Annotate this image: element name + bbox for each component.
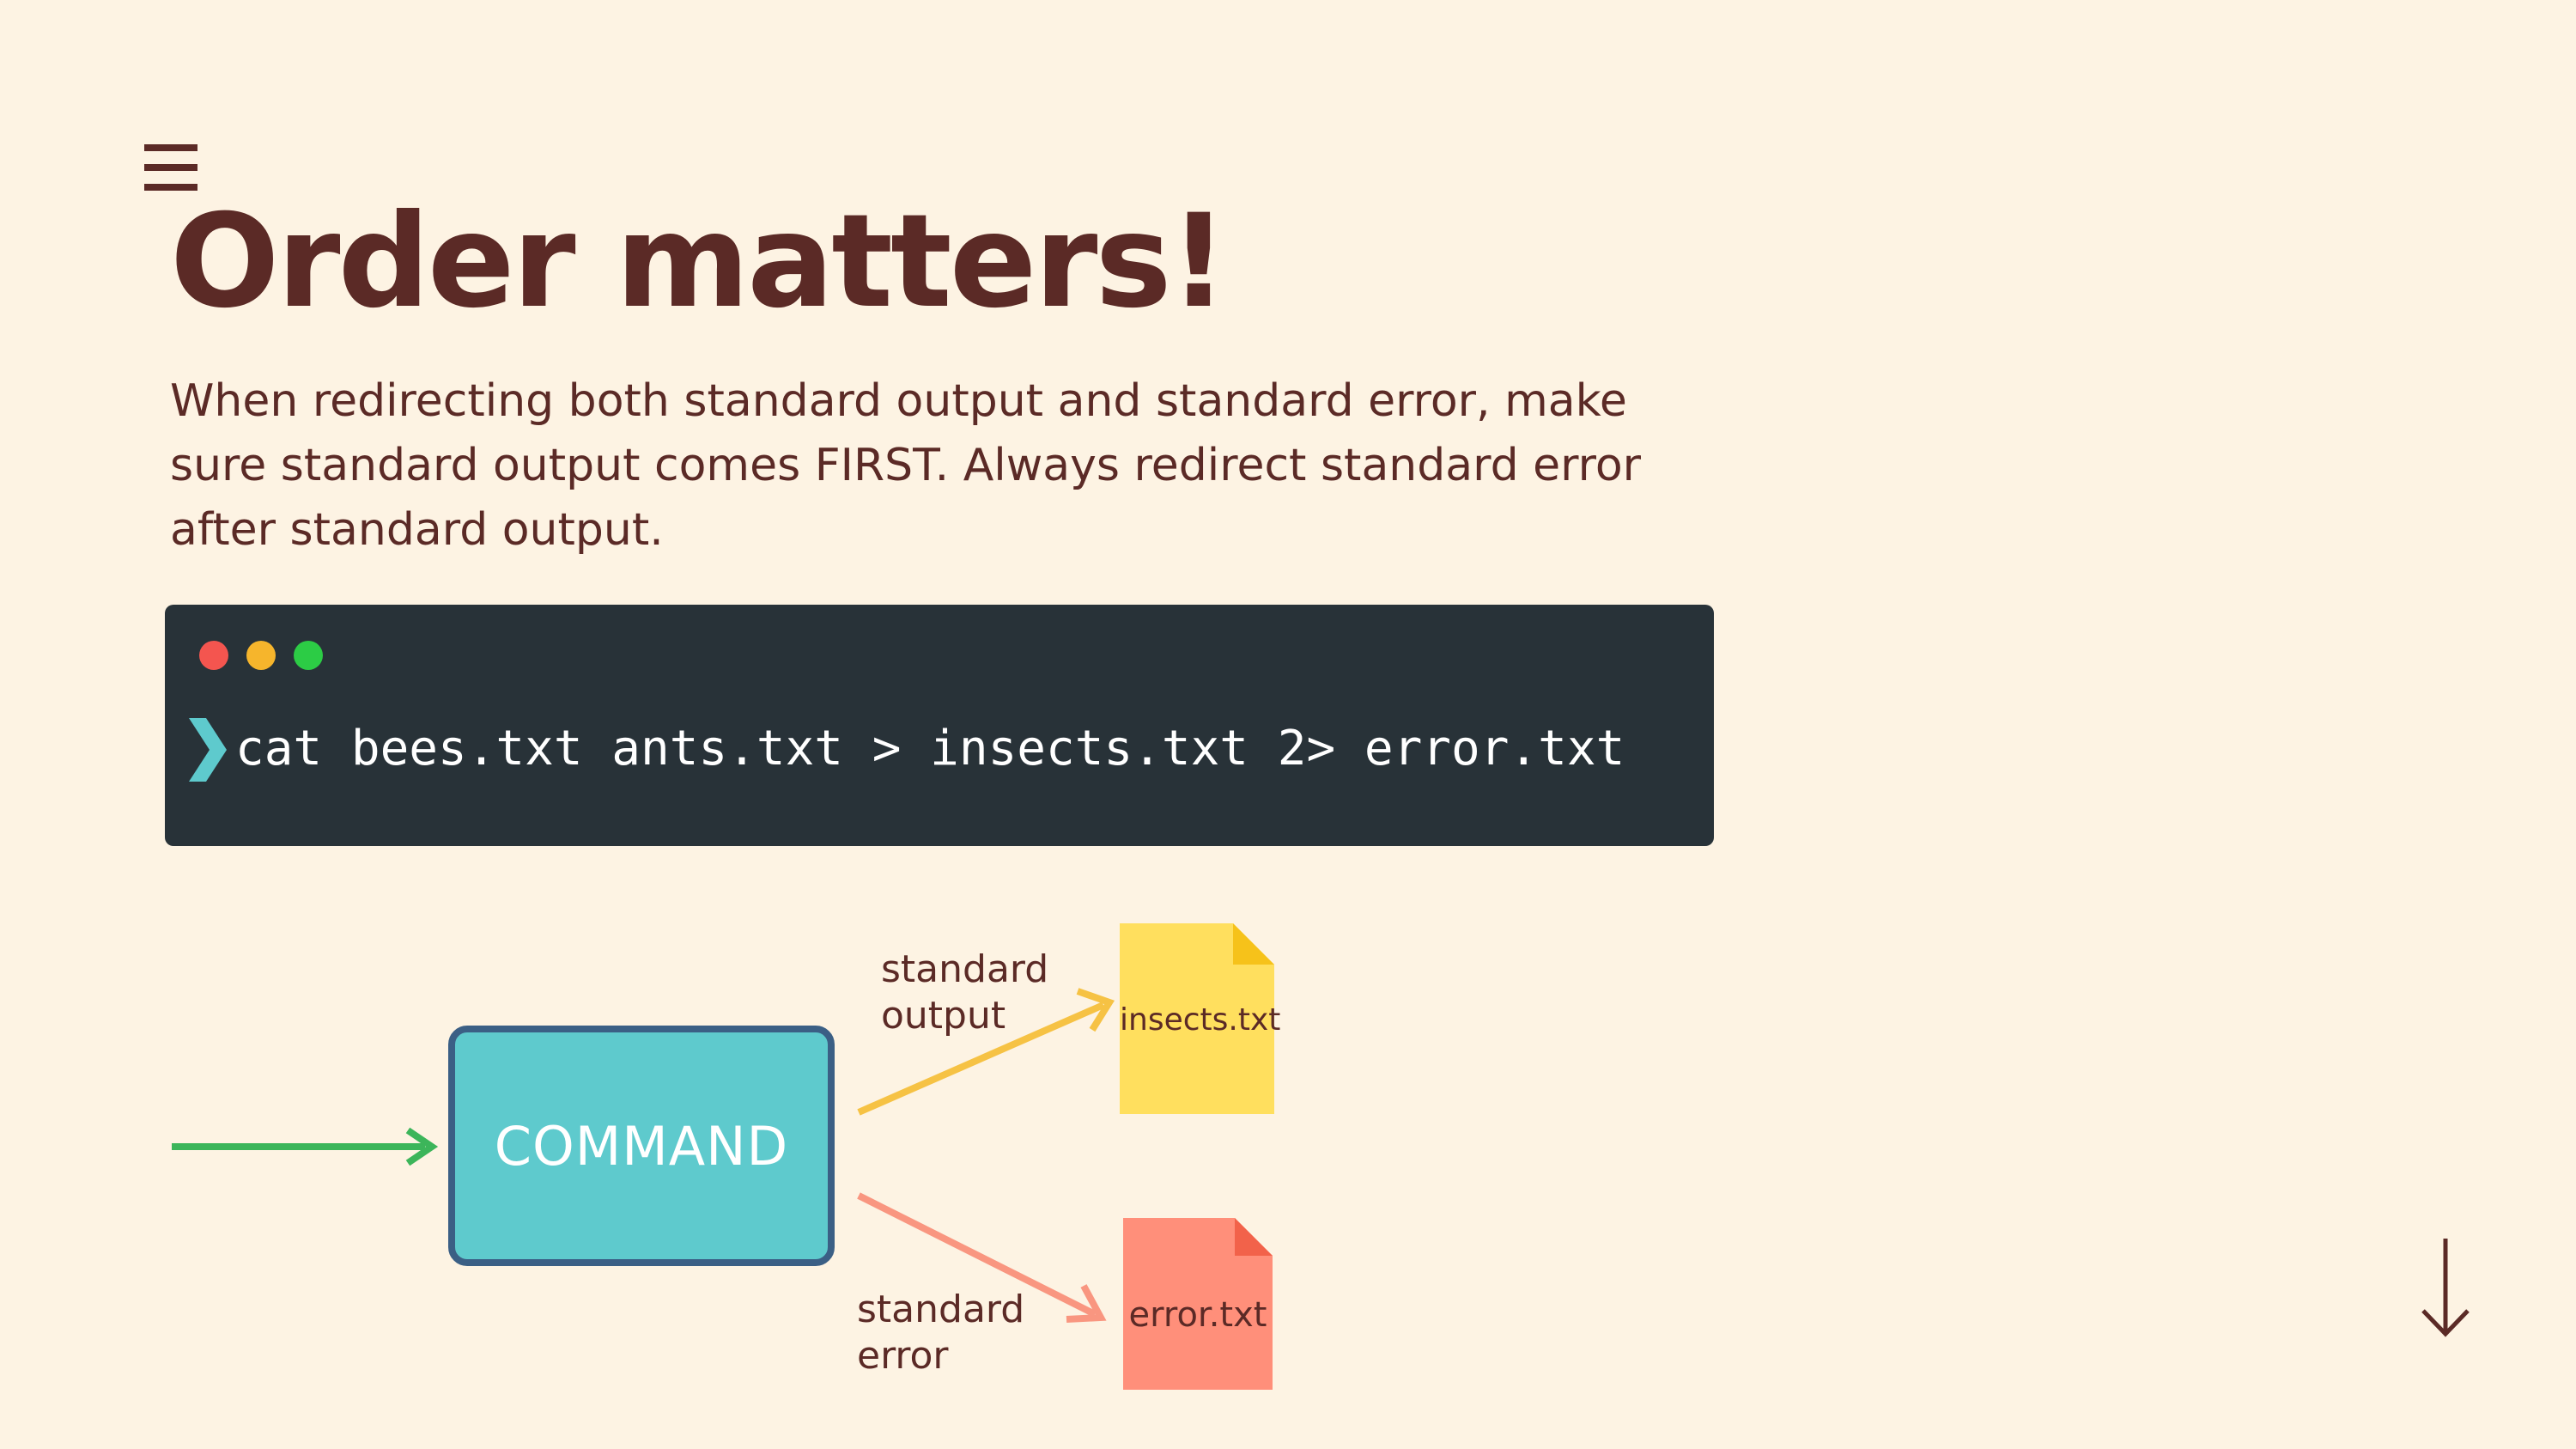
stdout-label: standard output bbox=[881, 947, 1049, 1038]
arrow-down-icon[interactable] bbox=[2420, 1237, 2471, 1340]
minimize-dot-icon bbox=[246, 641, 276, 670]
chevron-right-icon bbox=[189, 718, 227, 782]
terminal-command: cat bees.txt ants.txt > insects.txt 2> e… bbox=[235, 721, 1625, 776]
command-label: COMMAND bbox=[494, 1114, 789, 1178]
maximize-dot-icon bbox=[294, 641, 323, 670]
document-icon bbox=[1123, 1218, 1273, 1390]
input-arrow bbox=[172, 1127, 439, 1166]
insects-file: insects.txt bbox=[1120, 923, 1281, 1114]
menu-bar bbox=[144, 184, 197, 191]
menu-bar bbox=[144, 164, 197, 171]
document-icon bbox=[1120, 923, 1274, 1114]
error-file-name: error.txt bbox=[1128, 1295, 1267, 1335]
error-file: error.txt bbox=[1123, 1218, 1273, 1390]
menu-bar bbox=[144, 144, 197, 151]
slide-description: When redirecting both standard output an… bbox=[170, 375, 1642, 556]
command-box: COMMAND bbox=[448, 1026, 835, 1266]
slide-title: Order matters! bbox=[170, 187, 1228, 337]
terminal-window: cat bees.txt ants.txt > insects.txt 2> e… bbox=[165, 605, 1714, 846]
hamburger-menu-icon[interactable] bbox=[144, 144, 197, 198]
close-dot-icon bbox=[199, 641, 228, 670]
stderr-label: standard error bbox=[857, 1288, 1025, 1378]
insects-file-name: insects.txt bbox=[1120, 1002, 1281, 1038]
